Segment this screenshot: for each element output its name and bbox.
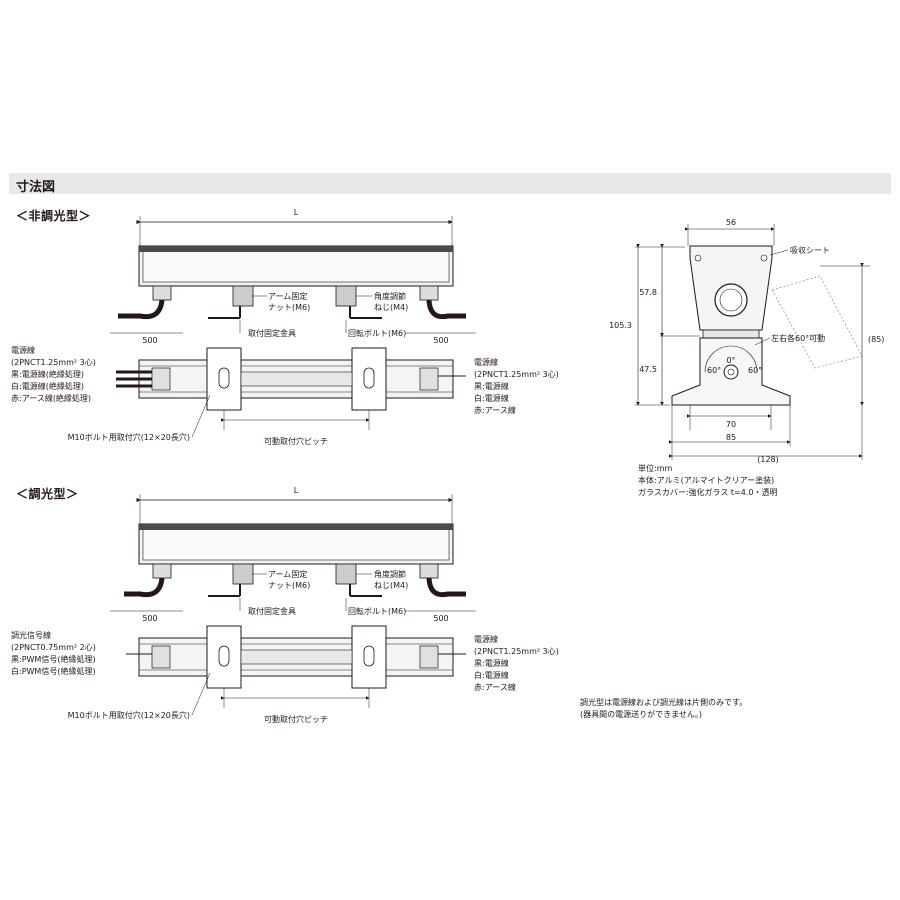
bracket-label: 取付固定金具 xyxy=(248,328,296,338)
arm-nut-label-2: ナット(M6) xyxy=(268,581,310,590)
dimming-top-view: L 500 500 アーム固定 ナット(M6) 角度調節 ねじ(M4) 取付固定… xyxy=(110,486,476,623)
pitch-label: 可動取付穴ピッチ xyxy=(264,714,328,724)
dim-swing-height: (85) xyxy=(868,335,884,344)
section-title-dimming: ＜調光型＞ xyxy=(16,487,79,501)
bracket-label: 取付固定金具 xyxy=(248,606,296,616)
dim-swing-width: (128) xyxy=(757,455,779,464)
dim-total-height: 105.3 xyxy=(609,321,632,330)
angle-screw-label-2: ねじ(M4) xyxy=(374,303,408,312)
dimming-notes: 調光型は電源線および調光線は片側のみです。 (器具間の電源送りができません。) xyxy=(580,698,748,719)
dim-base-inner: 70 xyxy=(726,420,736,429)
angle-zero-label: 0° xyxy=(726,356,735,365)
cable-length-right: 500 xyxy=(433,336,448,345)
angle-right-label: 60° xyxy=(748,366,762,375)
header-bar xyxy=(9,173,891,194)
spec-notes: 単位:mm 本体:アルミ(アルマイトクリアー塗装) ガラスカバー:強化ガラス t… xyxy=(638,464,778,497)
non-dimming-right-cable-note: 電源線 (2PNCT1.25mm² 3心) 黒:電源線 白:電源線 赤:アース線 xyxy=(474,358,559,415)
non-dimming-bottom-view: 可動取付穴ピッチ M10ボルト用取付穴(12×20長穴) xyxy=(68,347,466,446)
dimming-left-cable-note: 調光信号線 (2PNCT0.75mm² 2心) 黒:PWM信号(絶縁処理) 白:… xyxy=(11,631,96,676)
dim-upper-height: 57.8 xyxy=(639,288,657,297)
non-dimming-left-cable-note: 電源線 (2PNCT1.25mm² 3心) 黒:電源線(絶縁処理) 白:電源線(… xyxy=(11,346,96,403)
length-label: L xyxy=(294,208,299,217)
pitch-label: 可動取付穴ピッチ xyxy=(264,436,328,446)
section-title-non-dimming: ＜非調光型＞ xyxy=(16,209,92,223)
cable-length-right: 500 xyxy=(433,614,448,623)
arm-nut-label-1: アーム固定 xyxy=(268,569,307,579)
non-dimming-top-view: L 500 500 アーム固定 ナット(M6) 角度調節 ねじ(M4) 取付固定… xyxy=(110,208,476,345)
angle-screw-label-1: 角度調節 xyxy=(374,291,406,301)
dimming-right-cable-note: 電源線 (2PNCT1.25mm² 3心) 黒:電源線 白:電源線 赤:アース線 xyxy=(474,635,559,692)
cable-length-left: 500 xyxy=(142,614,157,623)
length-label: L xyxy=(294,486,299,495)
dim-base-outer: 85 xyxy=(726,433,736,442)
angle-screw-label-1: 角度調節 xyxy=(374,569,406,579)
mount-hole-label: M10ボルト用取付穴(12×20長穴) xyxy=(68,432,190,442)
dimming-bottom-view: 可動取付穴ピッチ M10ボルト用取付穴(12×20長穴) xyxy=(68,625,466,724)
angle-left-label: 60° xyxy=(707,366,721,375)
suction-sheet-label: 吸収シート xyxy=(790,245,830,255)
cable-length-left: 500 xyxy=(142,336,157,345)
angle-screw-label-2: ねじ(M4) xyxy=(374,581,408,590)
arm-nut-label-1: アーム固定 xyxy=(268,291,307,301)
dim-lower-height: 47.5 xyxy=(639,365,657,374)
arm-nut-label-2: ナット(M6) xyxy=(268,303,310,312)
page-title: 寸法図 xyxy=(16,180,56,195)
mount-hole-label: M10ボルト用取付穴(12×20長穴) xyxy=(68,710,190,720)
side-view: 56 60° 60° 0° 105.3 57.8 47.5 (85) xyxy=(609,218,884,464)
dim-top-width: 56 xyxy=(726,218,736,227)
rotation-bolt-label: 回転ボルト(M6) xyxy=(348,329,406,338)
rotation-bolt-label: 回転ボルト(M6) xyxy=(348,607,406,616)
rotation-note-label: 左右各60°可動 xyxy=(771,333,825,343)
